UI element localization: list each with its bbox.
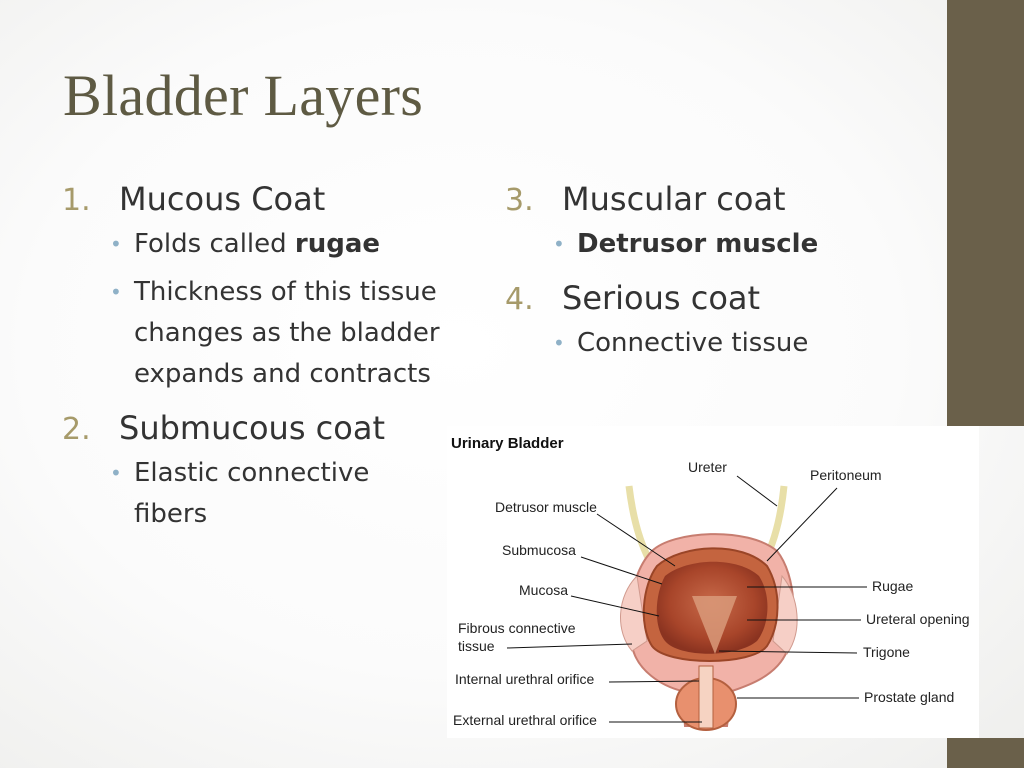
bullet-text: Folds called [134, 229, 295, 259]
label-rugae: Rugae [872, 578, 913, 594]
list-item-title: Muscular coat [562, 180, 786, 218]
left-fibrous-shape [620, 574, 648, 652]
list-item-submucous-coat: 2. Submucous coat [62, 409, 462, 447]
urethra-shape [698, 665, 714, 729]
bullet-text: Elastic connective fibers [134, 458, 370, 529]
label-external-urethral-orifice: External urethral orifice [453, 712, 597, 728]
bullet-dot-icon: • [110, 232, 122, 256]
list-item-title: Submucous coat [119, 409, 385, 447]
bullet-text: Connective tissue [577, 328, 809, 358]
bullet-item: • Thickness of this tissue changes as th… [108, 272, 462, 395]
bullet-item: • Folds called rugae [108, 224, 462, 265]
label-trigone: Trigone [863, 644, 910, 660]
bullet-dot-icon: • [110, 461, 122, 485]
leader-line [596, 513, 676, 567]
list-number: 2. [62, 412, 91, 447]
bullet-bold-text: Detrusor muscle [577, 229, 819, 259]
label-ureter: Ureter [688, 459, 727, 475]
leader-line [580, 556, 663, 585]
bullet-text: Thickness of this tissue changes as the … [134, 277, 440, 389]
list-number: 1. [62, 183, 91, 218]
bullet-dot-icon: • [110, 280, 122, 304]
accent-bar-bottom [947, 738, 1024, 768]
leader-line [570, 595, 660, 617]
right-fibrous-shape [772, 574, 798, 655]
label-peritoneum: Peritoneum [810, 467, 882, 483]
list-item-mucous-coat: 1. Mucous Coat [62, 180, 462, 218]
label-internal-urethral-orifice: Internal urethral orifice [455, 671, 595, 687]
bullet-item: • Connective tissue [551, 323, 925, 364]
leader-line [736, 475, 778, 507]
label-submucosa: Submucosa [502, 542, 576, 558]
label-prostate-gland: Prostate gland [864, 689, 954, 705]
trigone-shape [692, 596, 737, 654]
list-item-serious-coat: 4. Serious coat [505, 279, 925, 317]
list-item-muscular-coat: 3. Muscular coat [505, 180, 925, 218]
bullet-list: • Elastic connective fibers [62, 453, 462, 535]
bullet-dot-icon: • [553, 232, 565, 256]
list-item-title: Serious coat [562, 279, 761, 317]
list-number: 3. [505, 183, 534, 218]
bullet-list: • Connective tissue [505, 323, 925, 364]
left-column: 1. Mucous Coat • Folds called rugae • Th… [62, 180, 462, 549]
list-item-title: Mucous Coat [119, 180, 326, 218]
list-number: 4. [505, 282, 534, 317]
leader-line [718, 650, 858, 654]
label-tissue: tissue [458, 638, 495, 654]
right-column: 3. Muscular coat • Detrusor muscle 4. Se… [505, 180, 925, 378]
bullet-dot-icon: • [553, 331, 565, 355]
leader-line [506, 643, 633, 649]
diagram-title: Urinary Bladder [451, 435, 564, 452]
leader-line [608, 680, 700, 683]
label-ureteral-opening: Ureteral opening [866, 611, 970, 627]
accent-bar [947, 0, 1024, 426]
label-fibrous-connective: Fibrous connective [458, 620, 576, 636]
slide-title: Bladder Layers [63, 63, 424, 128]
bullet-bold-text: rugae [294, 229, 381, 259]
bullet-item: • Elastic connective fibers [108, 453, 394, 535]
bullet-list: • Folds called rugae • Thickness of this… [62, 224, 462, 395]
leader-line [766, 487, 838, 562]
urinary-bladder-diagram: Urinary Bladder Detrusor muscle Submucos… [447, 426, 979, 738]
label-detrusor-muscle: Detrusor muscle [495, 499, 597, 515]
label-mucosa: Mucosa [519, 582, 568, 598]
bullet-list: • Detrusor muscle [505, 224, 925, 265]
bullet-item: • Detrusor muscle [551, 224, 925, 265]
bladder-illustration: Urinary Bladder Detrusor muscle Submucos… [451, 435, 970, 731]
